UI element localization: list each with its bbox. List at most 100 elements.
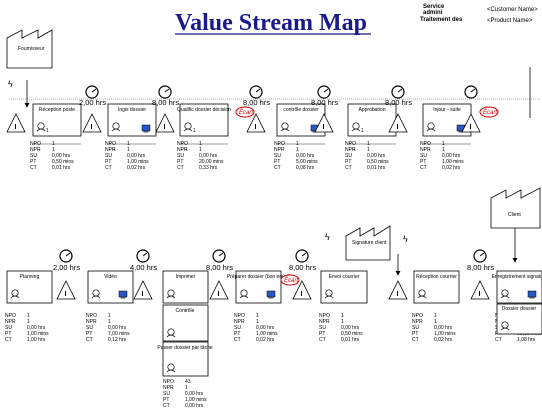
client-label: Client [508,212,521,218]
inventory-icon-r1-1-label: I [91,124,93,131]
inventory-icon-r2-5-label: I [479,291,481,298]
computer-icon-r2-1-base [120,297,126,299]
metrics-r2-0-label-4: CT [5,337,12,343]
inventory-icon-r1-4-label: I [323,124,325,131]
metrics-r1-4-value-4: 0,01 hrs [367,165,386,171]
metrics-r1-0-value-4: 0,01 hrs [52,165,71,171]
operator-icon-r2-3-body [239,295,249,299]
ecart-r1-0-text: Écart [239,109,253,116]
time-r1-3: 8,00 hrs [311,98,338,107]
clock-icon-r2-1-hand [142,252,148,257]
computer-icon-r2-6-base [529,297,535,299]
process-name-r1-5: Injour - suite [433,107,461,113]
metrics-r1-1-label-2: SU [105,153,112,159]
metrics-r2-3-value-3: 1,00 mins [256,331,278,337]
metrics-r1-2-label-2: SU [177,153,184,159]
metrics-r1-1-label-4: CT [105,165,112,171]
inventory-icon-r1-2 [155,113,175,133]
metrics-r1-4-label-4: CT [345,165,352,171]
process-box-r1-4 [347,103,397,137]
operator-icon-subbox-1-body [166,369,176,373]
customer-name: <Customer Name> [487,7,538,13]
metrics-r2-4-value-0: 1 [341,313,344,319]
metrics-r2-4-label-2: SU [319,325,326,331]
time-r2-4: 8,00 hrs [467,263,494,272]
metrics-r2-4-label-4: CT [319,337,326,343]
metrics-r1-2-label-1: NPR [177,147,188,153]
metrics-r2-1-label-2: SU [86,325,93,331]
metrics-subbox-1-label-3: PT [163,397,169,403]
inventory-icon-r2-1-label: I [142,291,144,298]
metrics-subbox-1-value-4: 0,00 hrs [185,403,204,409]
metrics-r1-5-value-1: 1 [442,147,445,153]
metrics-r2-0-label-2: SU [5,325,12,331]
inventory-icon-r1-2-label: I [164,124,166,131]
metrics-r2-1-value-4: 0,12 hrs [108,337,127,343]
metrics-subbox-1-value-0: 43 [185,379,191,385]
metrics-r2-5-value-1: 1 [434,319,437,325]
metrics-r2-1-value-3: 7,00 mins [108,331,130,337]
ecart-r2-0-text: Écart [284,277,298,284]
metrics-r2-5-value-0: 1 [434,313,437,319]
metrics-r1-3-value-2: 0,00 hrs [296,153,315,159]
signature-client-factory-icon [345,225,391,261]
ecart-r2-0 [280,274,300,286]
metrics-r2-3-value-1: 1 [256,319,259,325]
ecart-r1-1 [479,106,499,118]
metrics-r1-2-value-2: 0,00 hrs [199,153,218,159]
operator-icon-r1-1-body [111,128,121,132]
inventory-icon-r2-4 [388,280,408,300]
clock-icon-r1-5-hand [470,88,476,93]
metrics-subbox-1-label-4: CT [163,403,170,409]
metrics-r2-0-value-3: 1,00 mins [27,331,49,337]
operator-icon-r1-4 [352,122,360,130]
clock-icon-r2-4-hand [479,252,485,257]
metrics-r2-4-value-1: 1 [341,319,344,325]
metrics-r2-5-label-1: NPR [412,319,423,325]
metrics-r2-5-value-2: 0,00 hrs [434,325,453,331]
process-box-r2-4 [320,270,368,304]
metrics-r1-3-label-3: PT [274,159,280,165]
inventory-icon-r1-6 [461,113,481,133]
operator-icon-r2-4-body [324,295,334,299]
metrics-r1-1-value-4: 0,02 hrs [127,165,146,171]
metrics-r2-1-value-2: 0,00 hrs [108,325,127,331]
operator-icon-r1-3 [281,122,289,130]
clock-icon-r2-0-hand [65,252,71,257]
metrics-r2-3-label-3: PT [234,331,240,337]
inventory-icon-r1-4 [314,113,334,133]
computer-icon-r1-1 [141,124,151,132]
metrics-r2-1-value-0: 1 [108,313,111,319]
operator-count-r1-2: 1 [193,128,196,134]
inventory-icon-r2-5 [470,280,490,300]
metrics-r1-5-label-1: NPR [420,147,431,153]
inventory-icon-r2-3-label: I [301,291,303,298]
operator-icon-r1-0 [37,122,45,130]
metrics-r1-5-label-2: SU [420,153,427,159]
metrics-subbox-1-label-0: NPO [163,379,174,385]
metrics-r1-0-value-1: 1 [52,147,55,153]
operator-icon-r1-2-body [183,128,193,132]
time-r2-1: 4,00 hrs [130,263,157,272]
operator-icon-r2-5-body [417,295,427,299]
metrics-r1-5-value-4: 0,02 hrs [442,165,461,171]
metrics-r1-0-label-2: SU [30,153,37,159]
operator-icon-subbox-2 [501,321,509,329]
process-box-r1-2 [179,103,229,137]
ecart-r1-1-text: Écart [483,109,497,116]
clock-icon-r2-3-hand [301,252,307,257]
operator-icon-r2-0 [11,289,19,297]
signature-return-icon: ϟ [403,234,408,244]
time-r2-0: 2,00 hrs [53,263,80,272]
computer-icon-r2-6 [527,290,537,298]
metrics-r2-1-label-3: PT [86,331,92,337]
metrics-r2-6-label-4: CT [495,337,502,343]
process-name-r1-4: Approbation [359,107,386,113]
inventory-icon-r1-1 [82,113,102,133]
metrics-r1-1-value-1: 1 [127,147,130,153]
operator-icon-r1-3-body [280,128,290,132]
operator-icon-r2-6 [501,289,509,297]
clock-icon-r1-4-hand [397,88,403,93]
supplier-label: Fournisseur [18,46,45,52]
